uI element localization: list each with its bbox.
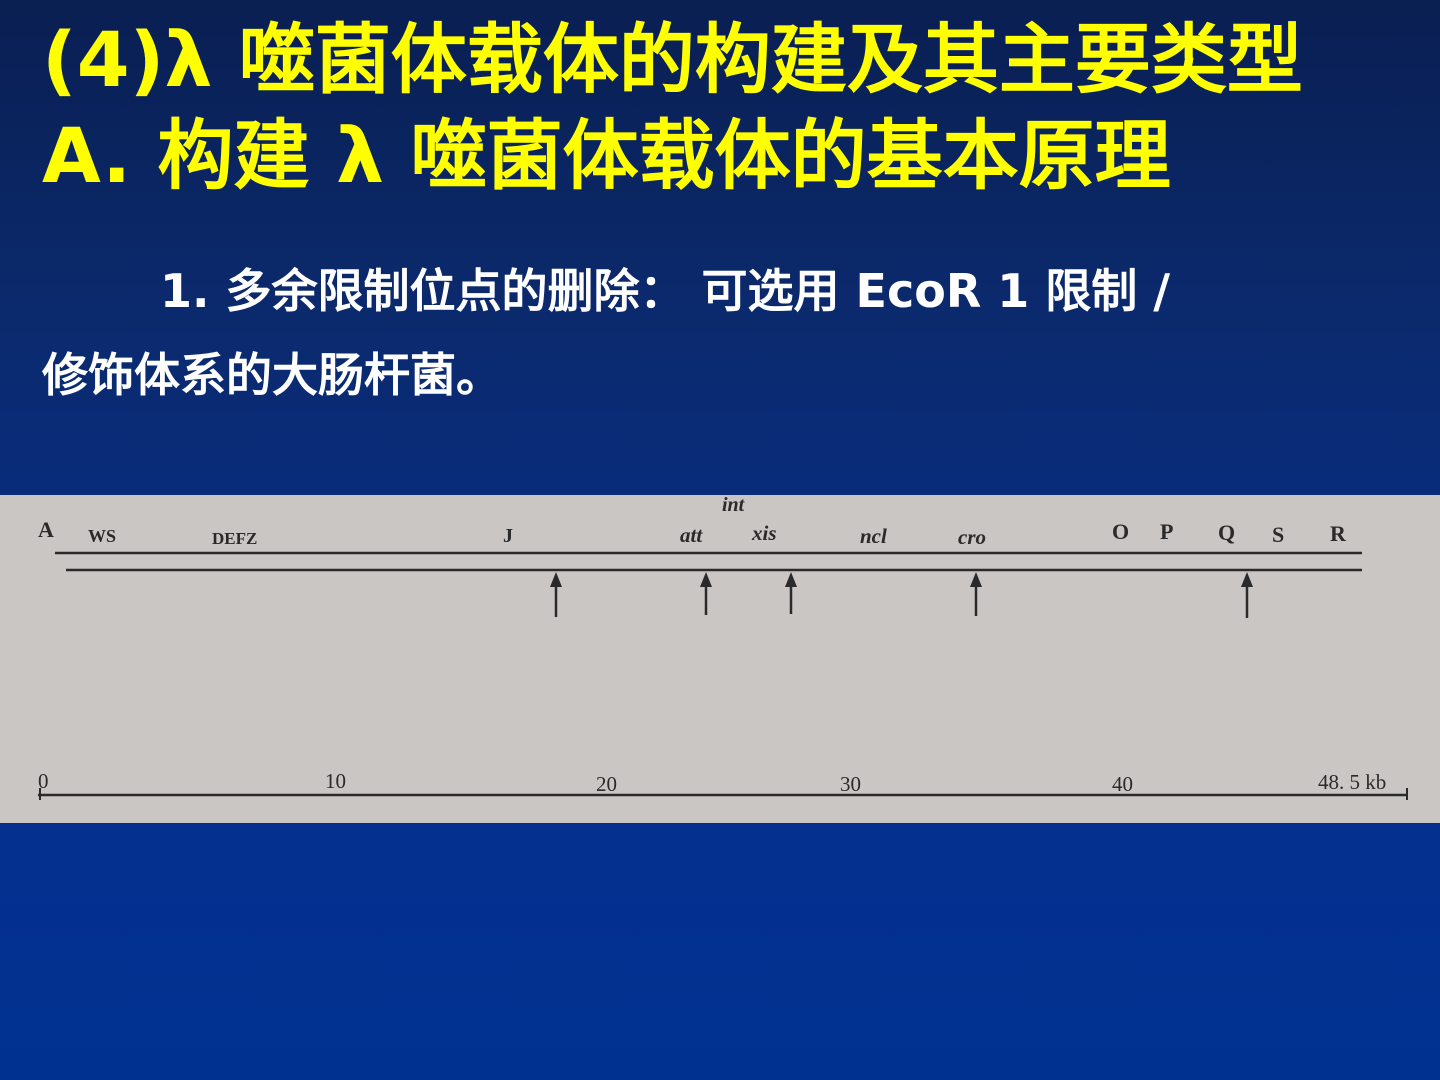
gene-label-J: J: [503, 525, 513, 547]
scale-tick-label-end: 48. 5 kb: [1318, 770, 1386, 794]
ecori-site-arrow: [785, 572, 797, 614]
ecori-site-arrow: [550, 572, 562, 617]
gene-label-xis: xis: [751, 521, 777, 545]
gene-label-Q: Q: [1218, 520, 1235, 545]
slide-title-line-1: (4)λ 噬菌体载体的构建及其主要类型: [42, 15, 1303, 104]
scale-tick-label-20: 20: [596, 772, 617, 796]
gene-label-int: int: [722, 495, 746, 516]
scale-tick-label-30: 30: [840, 772, 861, 796]
lambda-genome-map-figure: A WS DEFZ J int att xis ncl cro O P Q S …: [0, 495, 1440, 823]
lambda-genome-map: A WS DEFZ J int att xis ncl cro O P Q S …: [38, 495, 1408, 800]
gene-label-P: P: [1160, 519, 1173, 544]
gene-label-R: R: [1330, 521, 1347, 546]
body-text-line-1: 1. 多余限制位点的删除： 可选用 EcoR 1 限制 /: [160, 264, 1171, 318]
gene-label-O: O: [1112, 519, 1129, 544]
ecori-site-arrow: [970, 572, 982, 616]
gene-label-DEFZ: DEFZ: [212, 529, 257, 548]
ecori-site-arrow: [700, 572, 712, 615]
scale-tick-label-10: 10: [325, 769, 346, 793]
scale-tick-label-40: 40: [1112, 772, 1133, 796]
gene-label-WS: WS: [88, 526, 116, 546]
gene-label-ncl: ncl: [860, 524, 887, 548]
gene-label-cro: cro: [958, 525, 986, 549]
gene-label-A: A: [38, 517, 54, 542]
slide-title-line-2: A. 构建 λ 噬菌体载体的基本原理: [42, 111, 1171, 200]
body-text-line-2: 修饰体系的大肠杆菌。: [42, 348, 502, 402]
gene-label-att: att: [680, 523, 703, 547]
gene-label-S: S: [1272, 522, 1284, 547]
ecori-site-arrow: [1241, 572, 1253, 618]
scale-tick-label-0: 0: [38, 769, 49, 793]
